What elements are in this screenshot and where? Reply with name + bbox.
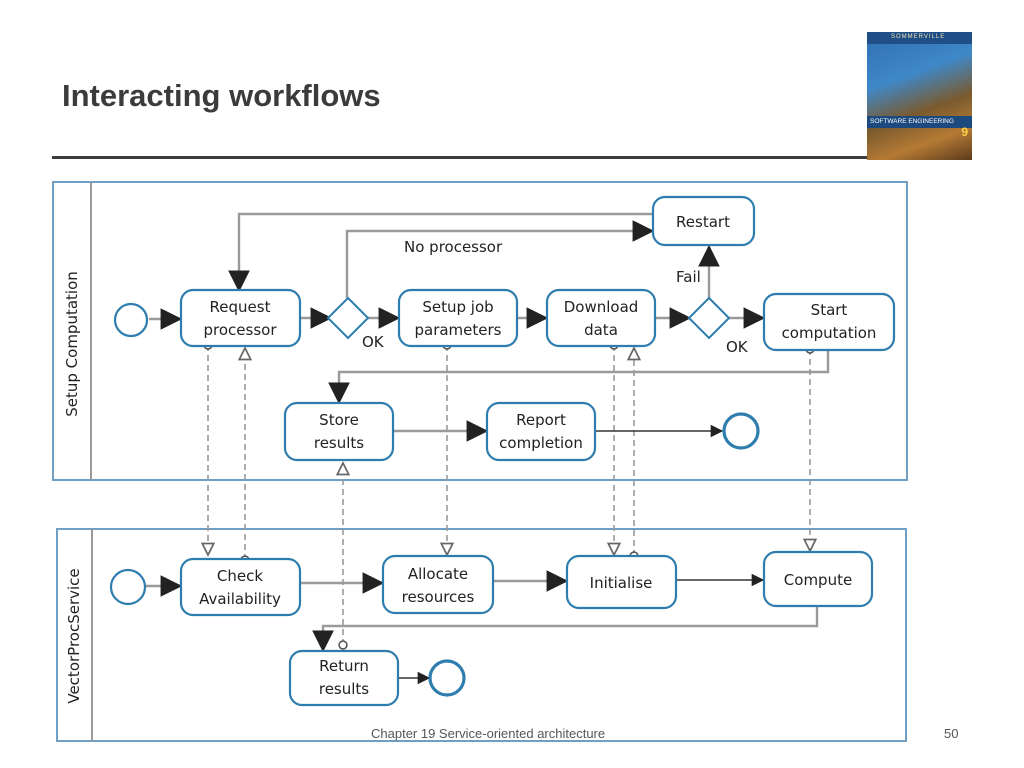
book-cover-image: SOMMERVILLE SOFTWARE ENGINEERING 9 (867, 32, 972, 160)
task-setup-line1: Setup job (422, 298, 493, 316)
pool-label-setup: Setup Computation (63, 271, 81, 417)
task-start-computation: Start computation (762, 292, 896, 352)
task-allocate-resources: Allocate resources (381, 554, 495, 615)
task-check-availability: Check Availability (179, 557, 302, 617)
cover-title-band: SOFTWARE ENGINEERING (867, 116, 972, 128)
task-store-results: Store results (283, 401, 395, 462)
task-compute-label: Compute (784, 571, 852, 589)
end-event-vector (428, 659, 466, 697)
task-allocate-line2: resources (402, 588, 475, 606)
pool-vector-proc-service: VectorProcService (56, 528, 907, 742)
pool-label-vector: VectorProcService (65, 568, 83, 703)
task-download-data: Download data (545, 288, 657, 348)
sequence-flows (146, 212, 830, 685)
task-store-line2: results (314, 434, 364, 452)
cover-top-bar: SOMMERVILLE (867, 32, 972, 44)
message-flows (208, 345, 810, 645)
task-report-line2: completion (499, 434, 583, 452)
slide-title: Interacting workflows (62, 78, 381, 113)
cover-author: SOMMERVILLE (891, 34, 946, 40)
task-initialise-label: Initialise (590, 574, 653, 592)
task-store-line1: Store (319, 411, 359, 429)
task-download-line1: Download (564, 298, 639, 316)
task-initialise: Initialise (565, 554, 678, 610)
task-restart-label: Restart (676, 213, 730, 231)
start-event-vector (109, 568, 147, 606)
task-compute: Compute (762, 550, 874, 608)
task-return-line2: results (319, 680, 369, 698)
task-allocate-line1: Allocate (408, 565, 468, 583)
task-request-processor: Request processor (179, 288, 302, 348)
start-event-setup (113, 302, 149, 338)
task-start-line1: Start (811, 301, 848, 319)
pool-setup-computation: Setup Computation (52, 181, 908, 481)
task-check-line1: Check (217, 567, 263, 585)
slide-footer: Chapter 19 Service-oriented architecture (371, 726, 606, 741)
task-return-results: Return results (288, 649, 400, 707)
gateway-download-check (687, 296, 731, 340)
label-fail: Fail (676, 268, 701, 286)
task-report-line1: Report (516, 411, 566, 429)
task-request-line1: Request (210, 298, 271, 316)
task-download-line2: data (584, 321, 618, 339)
title-divider (52, 156, 872, 159)
gateway-processor-check (326, 296, 370, 340)
page-number: 50 (944, 726, 959, 741)
task-check-line2: Availability (199, 590, 281, 608)
label-ok-2: OK (726, 338, 749, 356)
task-start-line2: computation (782, 324, 877, 342)
task-request-line2: processor (204, 321, 278, 339)
task-return-line1: Return (319, 657, 369, 675)
cover-edition: 9 (961, 125, 968, 139)
label-ok-1: OK (362, 333, 385, 351)
task-setup-line2: parameters (414, 321, 501, 339)
end-event-setup (722, 412, 760, 450)
task-report-completion: Report completion (485, 401, 597, 462)
cover-title: SOFTWARE ENGINEERING (870, 118, 954, 125)
task-setup-job-parameters: Setup job parameters (397, 288, 519, 348)
task-restart: Restart (651, 195, 756, 247)
label-no-processor: No processor (404, 238, 503, 256)
